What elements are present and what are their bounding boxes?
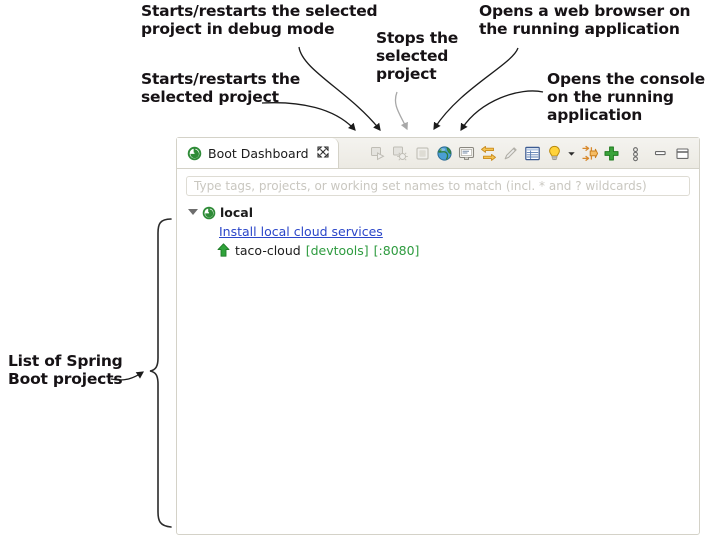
annotation-start-restart: Starts/restarts the selected project [141,70,301,106]
port-tag: [:8080] [373,242,420,258]
annotation-open-browser: Opens a web browser on the running appli… [479,2,691,38]
edit-launch-config-button[interactable] [499,142,521,164]
add-target-button[interactable] [600,142,622,164]
stop-button[interactable] [411,142,433,164]
tree-row-cloud-services[interactable]: Install local cloud services [187,222,699,240]
annotation-project-list: List of Spring Boot projects [8,352,123,388]
tab-label: Boot Dashboard [208,145,309,161]
toggle-devtools-button[interactable] [477,142,499,164]
install-local-cloud-services-link[interactable]: Install local cloud services [219,223,383,239]
tree-node-label-local: local [220,205,254,220]
project-list-brace [149,218,172,528]
tab-boot-dashboard[interactable]: Boot Dashboard [177,138,339,168]
devtools-tag: [devtools] [305,242,369,258]
maximize-button[interactable] [671,142,693,164]
green-up-arrow-icon [217,243,230,257]
tree-row-local[interactable]: local [187,203,699,222]
expand-collapse-twisty-icon[interactable] [187,207,198,218]
boot-dashboard-view: Boot Dashboard [176,137,700,535]
open-console-button[interactable] [455,142,477,164]
chevron-down-icon[interactable] [565,142,578,164]
tree-row-project[interactable]: taco-cloud [devtools] [:8080] [187,240,699,260]
minimize-button[interactable] [649,142,671,164]
arrow-stop [394,91,408,131]
start-restart-debug-button[interactable] [389,142,411,164]
open-properties-button[interactable] [521,142,543,164]
view-toolbar [339,138,699,168]
quick-fix-button[interactable] [543,142,565,164]
annotation-start-restart-debug: Starts/restarts the selected project in … [141,2,378,38]
boot-dashboard-tree: local Install local cloud services taco-… [177,200,699,260]
filter-row [177,169,699,200]
spring-boot-power-icon [187,146,202,161]
spring-boot-power-icon [202,206,216,220]
start-restart-button[interactable] [367,142,389,164]
open-browser-button[interactable] [433,142,455,164]
detach-view-icon[interactable] [317,146,329,160]
filter-input[interactable] [186,176,690,196]
annotation-stop: Stops the selected project [376,29,459,83]
project-name: taco-cloud [235,242,301,258]
view-tab-row: Boot Dashboard [177,138,699,169]
filters-button[interactable] [578,142,600,164]
annotation-open-console: Opens the console on the running applica… [547,70,705,124]
arrow-open-console [460,90,544,132]
view-menu-button[interactable] [629,142,642,164]
